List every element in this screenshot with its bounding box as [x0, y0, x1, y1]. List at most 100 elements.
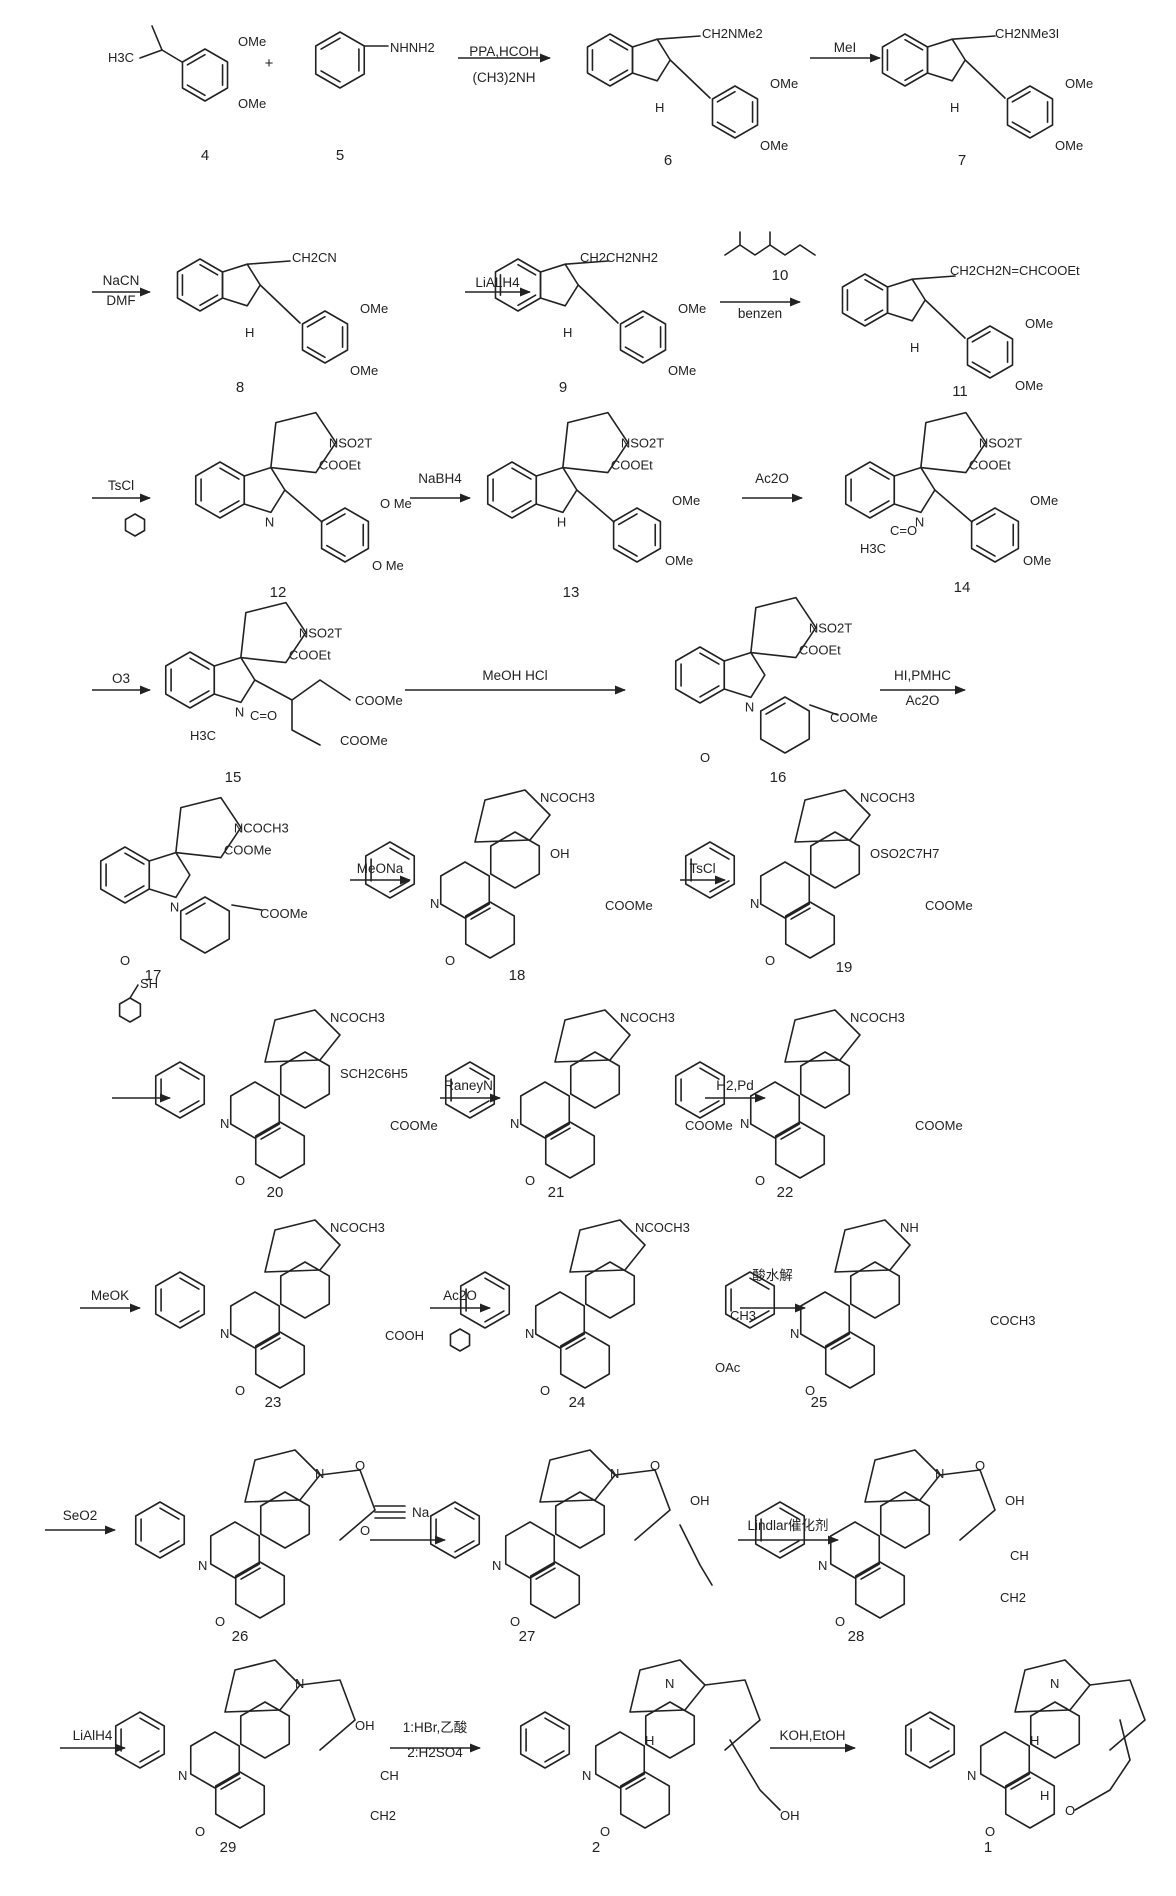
n-acyl-label: NCOCH3	[635, 1220, 690, 1235]
vinyl-label: CH2	[1000, 1590, 1026, 1605]
nsulfonyl-label: NCOCH3	[234, 821, 289, 836]
double-bond	[971, 330, 991, 343]
bond	[729, 1739, 781, 1811]
carbonyl-o-label: O	[600, 1824, 610, 1839]
carbonyl-o-label: O	[525, 1173, 535, 1188]
benzene-ring-bond	[674, 1061, 726, 1119]
compound-number-4: 4	[201, 147, 209, 164]
substituent-label: CH2CH2N=CHCOOEt	[950, 263, 1080, 278]
pyrrolidine-ring-bond	[569, 1219, 646, 1273]
benzene-ring-bond	[841, 273, 889, 327]
reagent-r16-line1: H2,Pd	[716, 1078, 754, 1093]
methoxy-label: O Me	[372, 558, 404, 573]
double-bond	[219, 500, 240, 513]
hydrogen-label: H	[1030, 1733, 1039, 1748]
central-ring-bond	[534, 1291, 586, 1349]
double-bond	[625, 1777, 646, 1790]
pyrrolidine-ring-bond	[864, 1449, 941, 1503]
nsulfonyl-label: NSO2T	[299, 626, 342, 641]
methoxy-label: OMe	[1055, 138, 1083, 153]
vinyl-label: CH	[1010, 1548, 1029, 1563]
cyclohexene-ring-bond	[279, 1051, 331, 1109]
methoxy-label: OMe	[760, 138, 788, 153]
bridge-bond	[939, 1469, 996, 1541]
carbonyl-o-label: O	[700, 750, 710, 765]
double-bond	[454, 1507, 475, 1520]
ring-bond	[181, 48, 229, 102]
benzene-ring-bond	[444, 1061, 496, 1119]
compound-number-17: 17	[145, 967, 162, 984]
bridge-bond	[614, 1469, 671, 1541]
double-bond	[186, 53, 206, 66]
bridge-bond	[319, 1469, 376, 1541]
double-bond	[189, 690, 210, 703]
carbonyl-o-label: O	[650, 1458, 660, 1473]
aryl-ring-bond	[619, 310, 667, 364]
reagent-r13-line1: TsCl	[689, 861, 715, 876]
methoxy-label: O Me	[380, 496, 412, 511]
nitrogen-label: N	[750, 896, 759, 911]
double-bond	[260, 1337, 281, 1350]
central-ring-bond	[979, 1731, 1031, 1789]
nitrogen-label: N	[315, 1466, 324, 1481]
nsulfonyl-label: NSO2T	[621, 436, 664, 451]
carbonyl-o-label: O	[975, 1458, 985, 1473]
nitrogen-label: N	[170, 899, 179, 914]
nitrogen-label: N	[510, 1116, 519, 1131]
pyrrolidine-ring-bond	[629, 1659, 706, 1713]
cyclohexene-ring-bond	[489, 831, 541, 889]
double-bond	[550, 1127, 571, 1140]
methoxy-label: OMe	[668, 363, 696, 378]
nitrogen-label: N	[178, 1768, 187, 1783]
double-bond	[830, 1337, 851, 1350]
bond	[577, 284, 619, 324]
ester-label: COOMe	[925, 898, 973, 913]
acetyl-label: C=O	[890, 523, 917, 538]
benzene-ring-bond	[364, 841, 416, 899]
reagent-r2-line1: MeI	[834, 40, 857, 55]
double-bond	[240, 1567, 261, 1580]
reagent-r19-line1: 酸水解	[752, 1268, 793, 1283]
double-bond	[716, 121, 736, 134]
cage-ring-bond	[554, 1491, 606, 1549]
cyclohexene-ring-bond	[279, 1261, 331, 1319]
double-bond	[320, 37, 341, 50]
reagent-r23-line1: LiAlH4	[73, 1728, 113, 1743]
double-bond	[389, 847, 410, 860]
carbonyl-o-label: O	[765, 953, 775, 968]
cyclohexene-ring-bond	[809, 831, 861, 889]
nitrogen-label: N	[610, 1466, 619, 1481]
aryl-ring-bond	[301, 310, 349, 364]
bond	[724, 244, 816, 256]
ester-label: COOEt	[799, 643, 841, 658]
nitrogen-label: N	[198, 1558, 207, 1573]
double-bond	[484, 1277, 505, 1290]
reagent-r12-line1: MeONa	[357, 861, 404, 876]
methoxy-label: OMe	[1023, 553, 1051, 568]
bond	[129, 984, 139, 999]
pyridone-ring-bond	[824, 1331, 876, 1389]
double-bond	[139, 1750, 160, 1763]
n-acyl-label: NH	[900, 1220, 919, 1235]
double-bond	[179, 1310, 200, 1323]
double-bond	[544, 1717, 565, 1730]
cage-ring-bond	[259, 1491, 311, 1549]
ester-label: COOEt	[289, 648, 331, 663]
central-ring-bond	[229, 1081, 281, 1139]
n-acyl-label: NCOCH3	[860, 790, 915, 805]
pyrrolidine-ring-bond	[1014, 1659, 1091, 1713]
pyrrole-ring-bond	[213, 656, 256, 704]
compound-number-6: 6	[664, 152, 672, 169]
nh-label: H	[563, 325, 572, 340]
pyrrolidine-ring-bond	[539, 1449, 616, 1503]
hydrogen-label: H	[645, 1733, 654, 1748]
cage-ring-bond	[644, 1701, 696, 1759]
pyrrolidine-ring-bond	[175, 796, 242, 859]
double-bond	[470, 907, 491, 920]
pyridone-ring-bond	[529, 1561, 581, 1619]
benzene-ring-bond	[881, 33, 929, 87]
benzene-ring-bond	[134, 1501, 186, 1559]
carbonyl-o-label: O	[445, 953, 455, 968]
central-ring-bond	[829, 1521, 881, 1579]
